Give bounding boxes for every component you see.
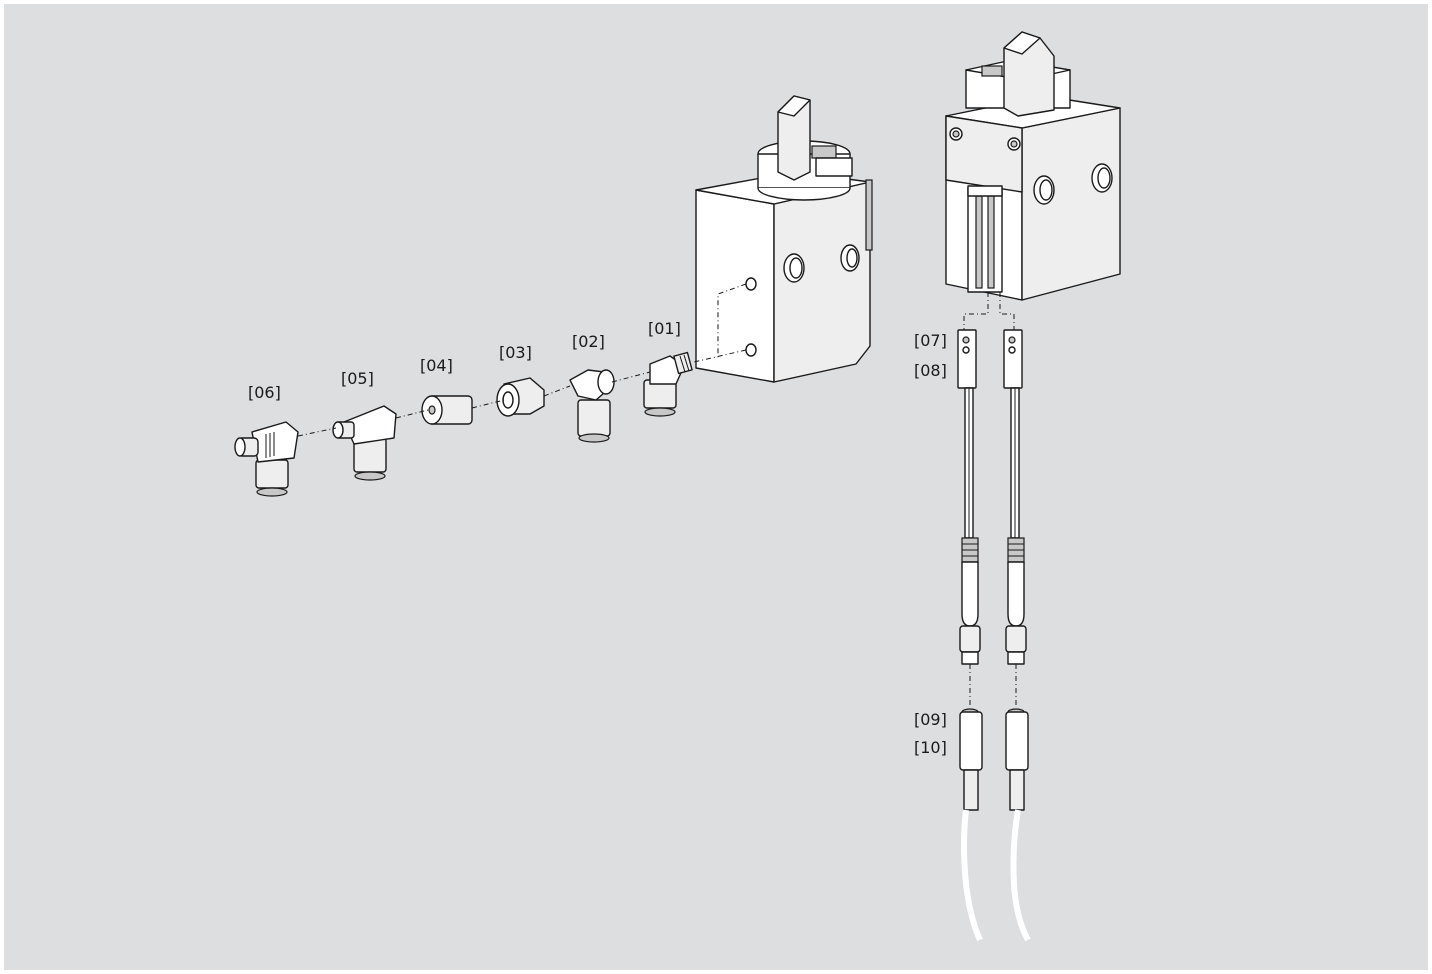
fitting-03-hex-nut: [496, 377, 545, 417]
label-part-02: [02]: [572, 332, 605, 351]
fitting-06-elbow-connector: [234, 421, 299, 497]
label-part-03: [03]: [499, 343, 532, 362]
label-part-06: [06]: [248, 383, 281, 402]
label-part-04: [04]: [420, 356, 453, 375]
connector-female-left: [959, 708, 983, 942]
sensor-right: [1003, 329, 1023, 539]
connector-female-right: [1005, 708, 1031, 942]
diagram-frame: [01] [02] [03] [04] [05] [06] [07] [08] …: [4, 4, 1428, 970]
connector-male-right: [1005, 537, 1027, 665]
fitting-05-tee: [332, 405, 397, 481]
label-part-07: [07]: [914, 331, 947, 350]
connector-male-left: [959, 537, 981, 665]
fitting-01-elbow: [643, 351, 693, 417]
fitting-04-sleeve: [421, 395, 473, 425]
label-part-10: [10]: [914, 738, 947, 757]
label-part-05: [05]: [341, 369, 374, 388]
left-gripper-body: [693, 95, 873, 383]
label-part-08: [08]: [914, 361, 947, 380]
sensor-left: [957, 329, 977, 539]
fitting-02-elbow: [569, 369, 615, 443]
right-gripper-body: [945, 31, 1121, 301]
exploded-assembly-drawing: [234, 31, 1121, 942]
label-part-09: [09]: [914, 710, 947, 729]
label-part-01: [01]: [648, 319, 681, 338]
